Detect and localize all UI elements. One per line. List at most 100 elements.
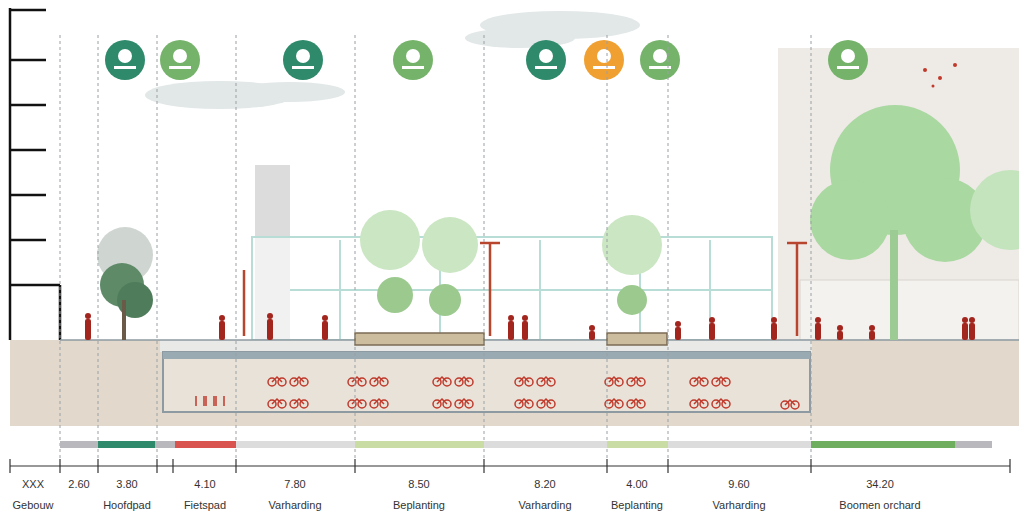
glass-pavilion	[252, 237, 772, 340]
theme-icon	[584, 40, 624, 80]
zone-name: Beplanting	[393, 499, 445, 512]
dimension-scale	[1009, 459, 1010, 473]
dimension-scale	[810, 459, 811, 473]
bike-garage	[60, 340, 1019, 412]
person	[771, 323, 777, 340]
person	[837, 331, 843, 340]
person	[675, 321, 681, 327]
zone-bar	[955, 441, 992, 448]
tree	[970, 170, 1019, 250]
bike-garage	[163, 352, 810, 359]
bicycle	[716, 377, 726, 382]
bicycle	[541, 377, 551, 382]
ground	[10, 340, 1019, 426]
bicycle	[541, 399, 551, 404]
bicycle	[609, 377, 619, 382]
zone-name: Varharding	[269, 499, 322, 512]
section-divider	[60, 35, 811, 458]
person	[322, 315, 328, 321]
bicycle	[459, 399, 469, 404]
person	[815, 323, 821, 340]
bicycle	[223, 396, 225, 406]
theme-icon	[283, 40, 323, 80]
bicycle	[631, 399, 641, 404]
person	[267, 313, 273, 319]
zone-name: Gebouw	[13, 499, 54, 512]
theme-icon	[539, 49, 553, 63]
bicycle	[374, 377, 384, 382]
bicycle	[352, 399, 362, 404]
theme-icon	[828, 40, 868, 80]
dimension-value: 4.00	[626, 478, 647, 491]
building-outline	[10, 9, 46, 12]
background-building	[800, 280, 1019, 340]
theme-icon	[169, 66, 191, 69]
bicycle	[694, 377, 704, 382]
person	[508, 315, 514, 321]
theme-icon	[535, 66, 557, 69]
theme-icon	[841, 49, 855, 63]
zone-name: Varharding	[713, 499, 766, 512]
building-outline	[10, 149, 46, 152]
section-divider	[60, 35, 61, 458]
building-outline	[9, 8, 12, 340]
zone-name: Boomen orchard	[839, 499, 920, 512]
zone-name: Fietspad	[184, 499, 226, 512]
person	[85, 313, 975, 340]
zone-bar	[60, 441, 98, 448]
theme-icon	[160, 40, 200, 80]
building-outline	[10, 8, 60, 340]
zone-bar	[155, 441, 175, 448]
zone-name: Beplanting	[611, 499, 663, 512]
person	[219, 315, 225, 321]
cloud	[235, 82, 345, 102]
bicycle	[352, 377, 362, 382]
tree	[360, 210, 420, 270]
dimension-scale	[354, 459, 355, 473]
theme-icon	[406, 49, 420, 63]
dimension-scale	[9, 459, 10, 473]
building-outline	[10, 59, 46, 62]
glass-pavilion	[290, 289, 772, 291]
bicycle	[694, 399, 704, 404]
street-lamp	[480, 242, 500, 245]
person	[522, 315, 528, 321]
section-divider	[157, 35, 158, 458]
person	[837, 325, 843, 331]
dimension-value: 3.80	[116, 478, 137, 491]
bicycle	[205, 396, 207, 406]
zone-bar	[175, 441, 236, 448]
glass-pavilion	[339, 240, 341, 340]
bicycle	[272, 399, 282, 404]
street-lamp	[243, 270, 246, 336]
glass-pavilion	[252, 237, 772, 340]
bird	[923, 63, 957, 88]
zone-bar	[607, 441, 668, 448]
section-divider	[484, 35, 485, 458]
theme-icon	[173, 49, 187, 63]
street-lamp	[489, 243, 492, 336]
person	[869, 325, 875, 331]
theme-icon	[393, 40, 433, 80]
street-lamp	[787, 242, 807, 245]
section-divider	[607, 35, 608, 458]
person	[709, 323, 715, 340]
dimension-scale	[606, 459, 607, 473]
bicycle	[785, 400, 795, 405]
bicycle	[196, 377, 799, 409]
theme-icon	[105, 40, 868, 80]
bicycle	[203, 396, 205, 406]
bicycle	[631, 377, 641, 382]
bicycle	[294, 399, 304, 404]
section-divider	[811, 35, 812, 458]
bird	[938, 76, 942, 80]
person	[589, 331, 595, 340]
person	[85, 313, 91, 319]
person	[675, 327, 681, 340]
person	[962, 317, 968, 323]
tree	[810, 180, 890, 260]
person	[869, 331, 875, 340]
tree	[377, 277, 413, 313]
planter	[355, 333, 484, 345]
theme-icon	[105, 40, 145, 80]
